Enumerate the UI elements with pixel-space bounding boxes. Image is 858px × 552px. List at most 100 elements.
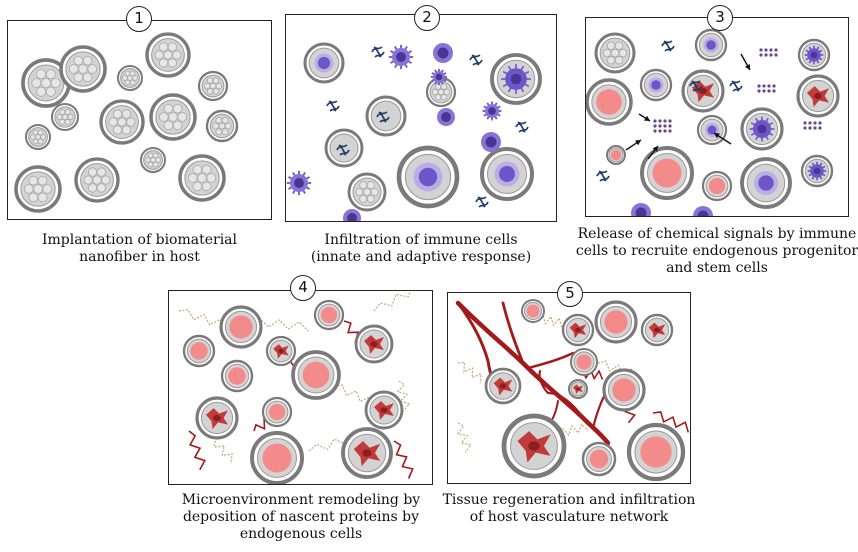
antibody-icon: [661, 40, 675, 52]
nanofiber-icon: [639, 68, 673, 102]
nanofiber-icon: [140, 147, 166, 173]
collagen-fiber-icon: [652, 411, 690, 433]
panel-1-illustration: [14, 32, 239, 213]
nanofiber-icon: [50, 102, 80, 132]
nanofiber-icon: [25, 124, 51, 150]
nanofiber-icon: [145, 32, 191, 78]
antibody-icon: [475, 196, 489, 208]
protein-fiber-icon: [557, 422, 589, 437]
nanofiber-icon: [195, 396, 239, 440]
chemical-signal-icon: [757, 84, 776, 93]
nanofiber-icon: [594, 32, 636, 74]
nanofiber-icon: [364, 390, 404, 430]
nanofiber-icon: [59, 45, 107, 93]
chemical-signal-icon: [653, 119, 672, 133]
caption-3: Release of chemical signals by immune ce…: [575, 226, 858, 276]
nanofiber-icon: [640, 313, 674, 347]
protein-fiber-icon: [396, 380, 411, 412]
protein-fiber-icon: [333, 384, 375, 408]
antibody-icon: [371, 46, 385, 58]
nanofiber-icon: [568, 379, 588, 399]
nanofiber-icon: [347, 172, 387, 212]
nanofiber-icon: [341, 427, 393, 479]
caption-4: Microenvironment remodeling by depositio…: [181, 492, 421, 542]
nanofiber-icon: [182, 334, 216, 368]
antibody-icon: [596, 170, 610, 182]
caption-5: Tissue regeneration and infiltration of …: [442, 492, 696, 525]
protein-fiber-icon: [208, 435, 233, 465]
panel-3-chemical-signals: [585, 17, 849, 217]
nanofiber-icon: [14, 165, 62, 213]
nanofiber-icon: [396, 145, 460, 209]
step-number-5: 5: [557, 281, 583, 307]
panel-5-regeneration: [447, 292, 691, 484]
antibody-icon: [729, 80, 743, 92]
panel-1-implantation: [7, 20, 272, 220]
nanofiber-icon: [606, 145, 626, 165]
antibody-icon: [689, 80, 703, 92]
nanofiber-icon: [740, 107, 784, 151]
dendritic-cell-icon: [286, 170, 312, 196]
nanofiber-icon: [696, 114, 728, 146]
nanofiber-icon: [740, 157, 792, 209]
nanofiber-icon: [594, 300, 638, 344]
arrow-icon: [638, 113, 651, 122]
antibody-icon: [336, 144, 350, 156]
nanofiber-icon: [561, 313, 595, 347]
nanofiber-icon: [796, 74, 840, 118]
antibody-icon: [515, 121, 529, 133]
panel-4-illustration: [178, 291, 414, 484]
nanofiber-icon: [501, 413, 567, 479]
panel-2-illustration: [286, 42, 542, 221]
protein-fiber-icon: [373, 291, 411, 312]
caption-2: Infiltration of immune cells (innate and…: [310, 232, 532, 265]
immune-cell-icon: [343, 209, 361, 221]
arrow-icon: [713, 132, 732, 145]
nanofiber-icon: [250, 431, 304, 484]
nanofiber-icon: [220, 359, 254, 393]
step-number-1: 1: [126, 6, 152, 32]
nanofiber-icon: [324, 128, 364, 168]
nanofiber-icon: [480, 147, 534, 201]
nanofiber-icon: [313, 299, 345, 331]
nanofiber-icon: [265, 335, 297, 367]
nanofiber-icon: [291, 350, 341, 400]
dendritic-cell-icon: [482, 101, 502, 121]
nanofiber-icon: [178, 154, 226, 202]
protein-fiber-icon: [178, 308, 227, 330]
nanofiber-icon: [365, 95, 407, 137]
panel-4-remodeling: [168, 290, 433, 485]
panel-3-illustration: [586, 28, 840, 216]
chemical-signal-icon: [803, 121, 822, 130]
arrow-icon: [647, 145, 659, 160]
nanofiber-icon: [219, 305, 263, 349]
nanofiber-icon: [797, 38, 831, 72]
antibody-icon: [376, 111, 390, 123]
nanofiber-icon: [626, 422, 686, 482]
nanofiber-icon: [117, 65, 143, 91]
caption-1: Implantation of biomaterial nanofiber in…: [41, 232, 238, 265]
antibody-icon: [326, 100, 340, 112]
nanofiber-icon: [197, 70, 229, 102]
nanofiber-icon: [205, 109, 239, 143]
nanofiber-icon: [303, 42, 345, 84]
nanofiber-icon: [640, 146, 694, 200]
nanofiber-icon: [694, 28, 728, 62]
protein-fiber-icon: [597, 360, 636, 379]
nanofiber-icon: [681, 69, 725, 113]
immune-cell-icon: [433, 43, 453, 63]
immune-cell-icon: [693, 206, 713, 216]
nanofiber-icon: [149, 93, 197, 141]
step-number-3: 3: [707, 5, 733, 31]
dendritic-cell-icon: [430, 68, 448, 86]
nanofiber-icon: [581, 441, 617, 477]
panel-5-illustration: [455, 299, 690, 482]
antibody-icon: [469, 54, 483, 66]
step-number-2: 2: [414, 5, 440, 31]
nanofiber-icon: [701, 170, 733, 202]
dendritic-cell-icon: [388, 44, 414, 70]
nanofiber-icon: [521, 299, 545, 323]
arrow-icon: [740, 53, 751, 71]
immune-cell-icon: [631, 203, 651, 216]
nanofiber-icon: [99, 99, 145, 145]
